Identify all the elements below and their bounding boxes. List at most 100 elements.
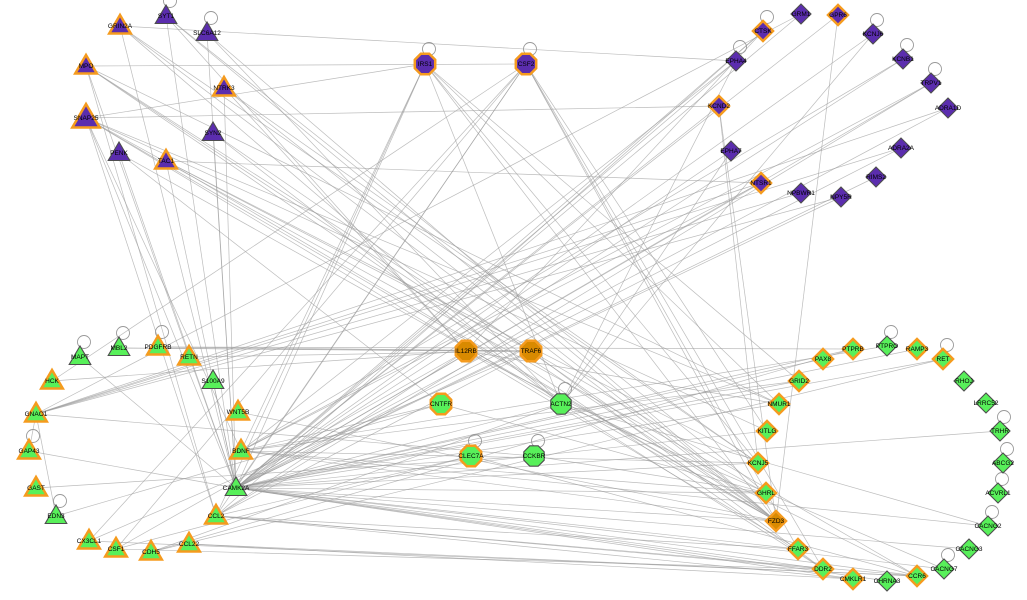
node-pt2[interactable]: SYT1 — [154, 3, 178, 25]
edge-gt4-gt12[interactable] — [79, 356, 237, 489]
node-gd22[interactable]: CMKLR1 — [840, 567, 867, 591]
node-gd1[interactable]: PTPRB — [841, 337, 865, 361]
self-loop-gd21[interactable] — [941, 548, 955, 562]
node-pt6[interactable]: SNAP25 — [70, 101, 102, 129]
edge-pd12-gt12[interactable] — [235, 182, 762, 489]
edge-pd12-gt7[interactable] — [35, 182, 762, 415]
node-gt1[interactable]: MBL2 — [107, 335, 131, 357]
edge-pd2-gt12[interactable] — [235, 13, 802, 489]
edge-pt5-gd12[interactable] — [223, 87, 759, 464]
edge-po2-pt4[interactable] — [85, 63, 527, 67]
diamond-node-shape[interactable] — [862, 23, 884, 45]
self-loop-pd15[interactable] — [733, 40, 747, 54]
edge-pd13-gt12[interactable] — [235, 150, 732, 489]
edge-pt5-gd16[interactable] — [223, 87, 777, 522]
edge-pt7-gt12[interactable] — [118, 152, 237, 489]
node-gd24[interactable]: CCR6 — [905, 564, 929, 588]
edge-go5-gt16[interactable] — [115, 455, 472, 550]
edge-pt6-gt10[interactable] — [85, 117, 242, 452]
triangle-node-shape[interactable] — [70, 101, 102, 129]
edge-pd6-gt10[interactable] — [240, 82, 932, 452]
self-loop-pd4[interactable] — [870, 13, 884, 27]
node-pt4[interactable]: MPO — [73, 52, 99, 75]
triangle-node-shape[interactable] — [201, 120, 225, 142]
edge-pd14-gt12[interactable] — [235, 105, 720, 489]
edge-po2-gt15[interactable] — [88, 63, 527, 542]
node-gt8[interactable]: WNT5B — [225, 398, 251, 421]
node-po1[interactable]: IRS1 — [413, 52, 437, 76]
edge-pt4-gd20[interactable] — [85, 65, 824, 570]
diamond-node-shape[interactable] — [892, 48, 914, 70]
diamond-node-shape[interactable] — [826, 3, 850, 27]
node-gt4[interactable]: MAPT — [68, 344, 92, 366]
diamond-node-shape[interactable] — [958, 538, 980, 560]
edge-gt12-gd22[interactable] — [235, 487, 854, 580]
node-gt7[interactable]: GNAO1 — [23, 400, 49, 423]
triangle-node-shape[interactable] — [107, 12, 133, 35]
edge-pd5-gt12[interactable] — [235, 58, 904, 489]
edge-pt2-gd16[interactable] — [165, 15, 777, 522]
self-loop-gd2[interactable] — [884, 325, 898, 339]
diamond-node-shape[interactable] — [749, 171, 773, 195]
edge-po2-gd16[interactable] — [525, 63, 777, 522]
octagon-node-shape[interactable] — [429, 392, 453, 416]
node-pd13[interactable]: EPHA7 — [720, 140, 742, 162]
edge-pt3-gd16[interactable] — [206, 32, 777, 522]
triangle-node-shape[interactable] — [73, 52, 99, 75]
node-pd6[interactable]: TRPV1 — [920, 72, 942, 94]
triangle-node-shape[interactable] — [154, 3, 178, 25]
triangle-node-shape[interactable] — [145, 333, 171, 356]
node-gt13[interactable]: EDN3 — [44, 503, 68, 525]
edge-gt14-gd20[interactable] — [215, 515, 824, 570]
triangle-node-shape[interactable] — [44, 503, 68, 525]
octagon-node-shape[interactable] — [514, 52, 538, 76]
node-go5[interactable]: CLEC7A — [458, 444, 484, 468]
edge-gt12-gd14[interactable] — [235, 487, 767, 494]
node-gt9[interactable]: GAP43 — [16, 437, 42, 460]
edge-pt1-pd15[interactable] — [119, 25, 737, 62]
node-gd15[interactable]: ACVRL1 — [985, 482, 1011, 504]
edge-po2-gt16[interactable] — [115, 63, 527, 550]
edge-gt1-go1[interactable] — [118, 347, 467, 352]
edge-po2-gd10[interactable] — [525, 63, 768, 432]
octagon-node-shape[interactable] — [523, 445, 545, 467]
edge-po1-gt10[interactable] — [240, 63, 426, 452]
triangle-node-shape[interactable] — [224, 475, 248, 497]
edge-gt17-gd5[interactable] — [150, 358, 944, 553]
node-gt5[interactable]: HCK — [39, 367, 65, 390]
edge-pd14-gd16[interactable] — [718, 105, 777, 522]
edge-pt6-gd16[interactable] — [85, 117, 777, 522]
edge-pt2-go1[interactable] — [165, 15, 467, 352]
edge-gt18-gd22[interactable] — [188, 543, 854, 580]
triangle-node-shape[interactable] — [211, 74, 237, 97]
diamond-node-shape[interactable] — [790, 182, 812, 204]
octagon-node-shape[interactable] — [454, 339, 478, 363]
edge-go3-gt13[interactable] — [55, 403, 442, 517]
diamond-node-shape[interactable] — [746, 451, 770, 475]
node-pt1[interactable]: GRIN2A — [107, 12, 133, 35]
diamond-node-shape[interactable] — [830, 186, 852, 208]
node-go4[interactable]: ACTN2 — [550, 393, 572, 415]
edge-pd4-go4[interactable] — [560, 33, 874, 405]
triangle-node-shape[interactable] — [225, 398, 251, 421]
node-pd9[interactable]: RIMS2 — [865, 166, 887, 188]
triangle-node-shape[interactable] — [153, 147, 179, 170]
edge-gt12-gd18[interactable] — [235, 487, 799, 550]
edge-pt6-gd10[interactable] — [85, 117, 768, 432]
octagon-node-shape[interactable] — [519, 339, 543, 363]
edge-pt9-gd16[interactable] — [212, 132, 777, 522]
edge-pd15-gt12[interactable] — [235, 60, 737, 489]
edge-pt7-go3[interactable] — [118, 152, 442, 405]
edge-gt12-gd8[interactable] — [235, 403, 780, 489]
edge-go6-gt11[interactable] — [35, 455, 535, 489]
self-loop-gd11[interactable] — [997, 410, 1011, 424]
edge-pd12-gt10[interactable] — [240, 182, 762, 452]
edge-gt12-gd3[interactable] — [235, 348, 918, 489]
edge-gt12-gd23[interactable] — [235, 487, 888, 582]
triangle-node-shape[interactable] — [103, 535, 129, 558]
edge-gt12-gd24[interactable] — [235, 487, 918, 577]
edge-pt4-go2[interactable] — [85, 65, 532, 352]
diamond-node-shape[interactable] — [989, 420, 1011, 442]
node-pt7[interactable]: PENK — [107, 140, 131, 162]
edge-go1-gt16[interactable] — [115, 350, 467, 550]
